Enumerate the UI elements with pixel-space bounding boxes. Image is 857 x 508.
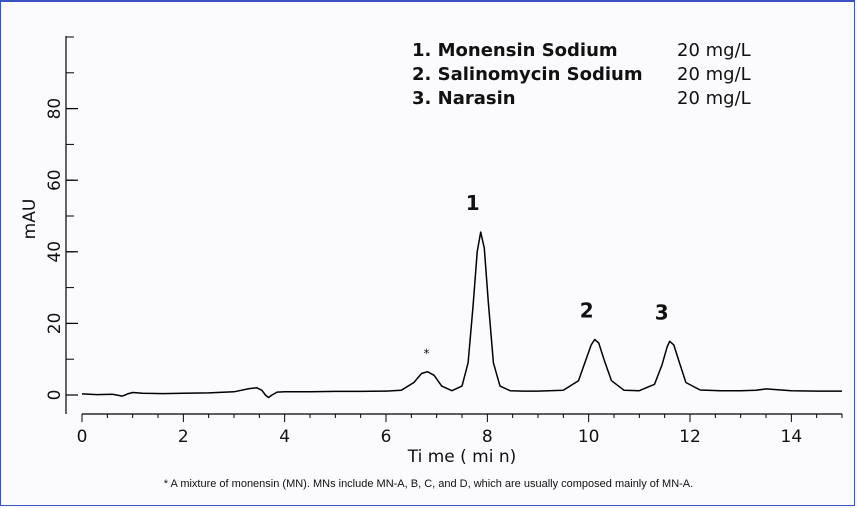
legend-entry-concentration: 20 mg/L (677, 40, 751, 61)
plot-area (81, 231, 842, 399)
x-tick-label: 12 (679, 427, 701, 447)
footnote: * A mixture of monensin (MN). MNs includ… (163, 478, 694, 490)
legend: 1. Monensin Sodium 20 mg/L 2. Salinomycin … (412, 40, 751, 109)
peak-labels: * 1 2 3 (424, 191, 669, 361)
y-tick-label: 20 (45, 313, 65, 335)
x-axis-title: Ti me ( mi n) (407, 447, 517, 467)
x-tick-label: 14 (781, 427, 803, 447)
legend-entry-name: 2. Salinomycin Sodium (412, 64, 643, 85)
x-tick-label: 4 (279, 427, 290, 447)
legend-entry-name: 1. Monensin Sodium (412, 40, 618, 61)
peak-label: 1 (466, 191, 480, 215)
x-tick-label: 10 (578, 427, 600, 447)
legend-entry-name: 3. Narasin (412, 88, 516, 109)
y-tick-label: 0 (45, 390, 65, 401)
peak-label: 2 (580, 299, 594, 323)
x-tick-label: 2 (178, 427, 189, 447)
y-tick-label: 60 (45, 169, 65, 191)
x-tick-label: 8 (482, 427, 493, 447)
x-tick-label: 6 (381, 427, 392, 447)
x-tick-label: 0 (77, 427, 88, 447)
y-tick-label: 40 (45, 241, 65, 263)
chromatogram-trace (81, 231, 842, 399)
peak-label: 3 (655, 300, 669, 324)
legend-entry-concentration: 20 mg/L (677, 88, 751, 109)
legend-entry-concentration: 20 mg/L (677, 64, 751, 85)
y-tick-label: 80 (45, 98, 65, 120)
peak-label: * (424, 347, 430, 361)
y-axis-title: mAU (20, 199, 40, 240)
